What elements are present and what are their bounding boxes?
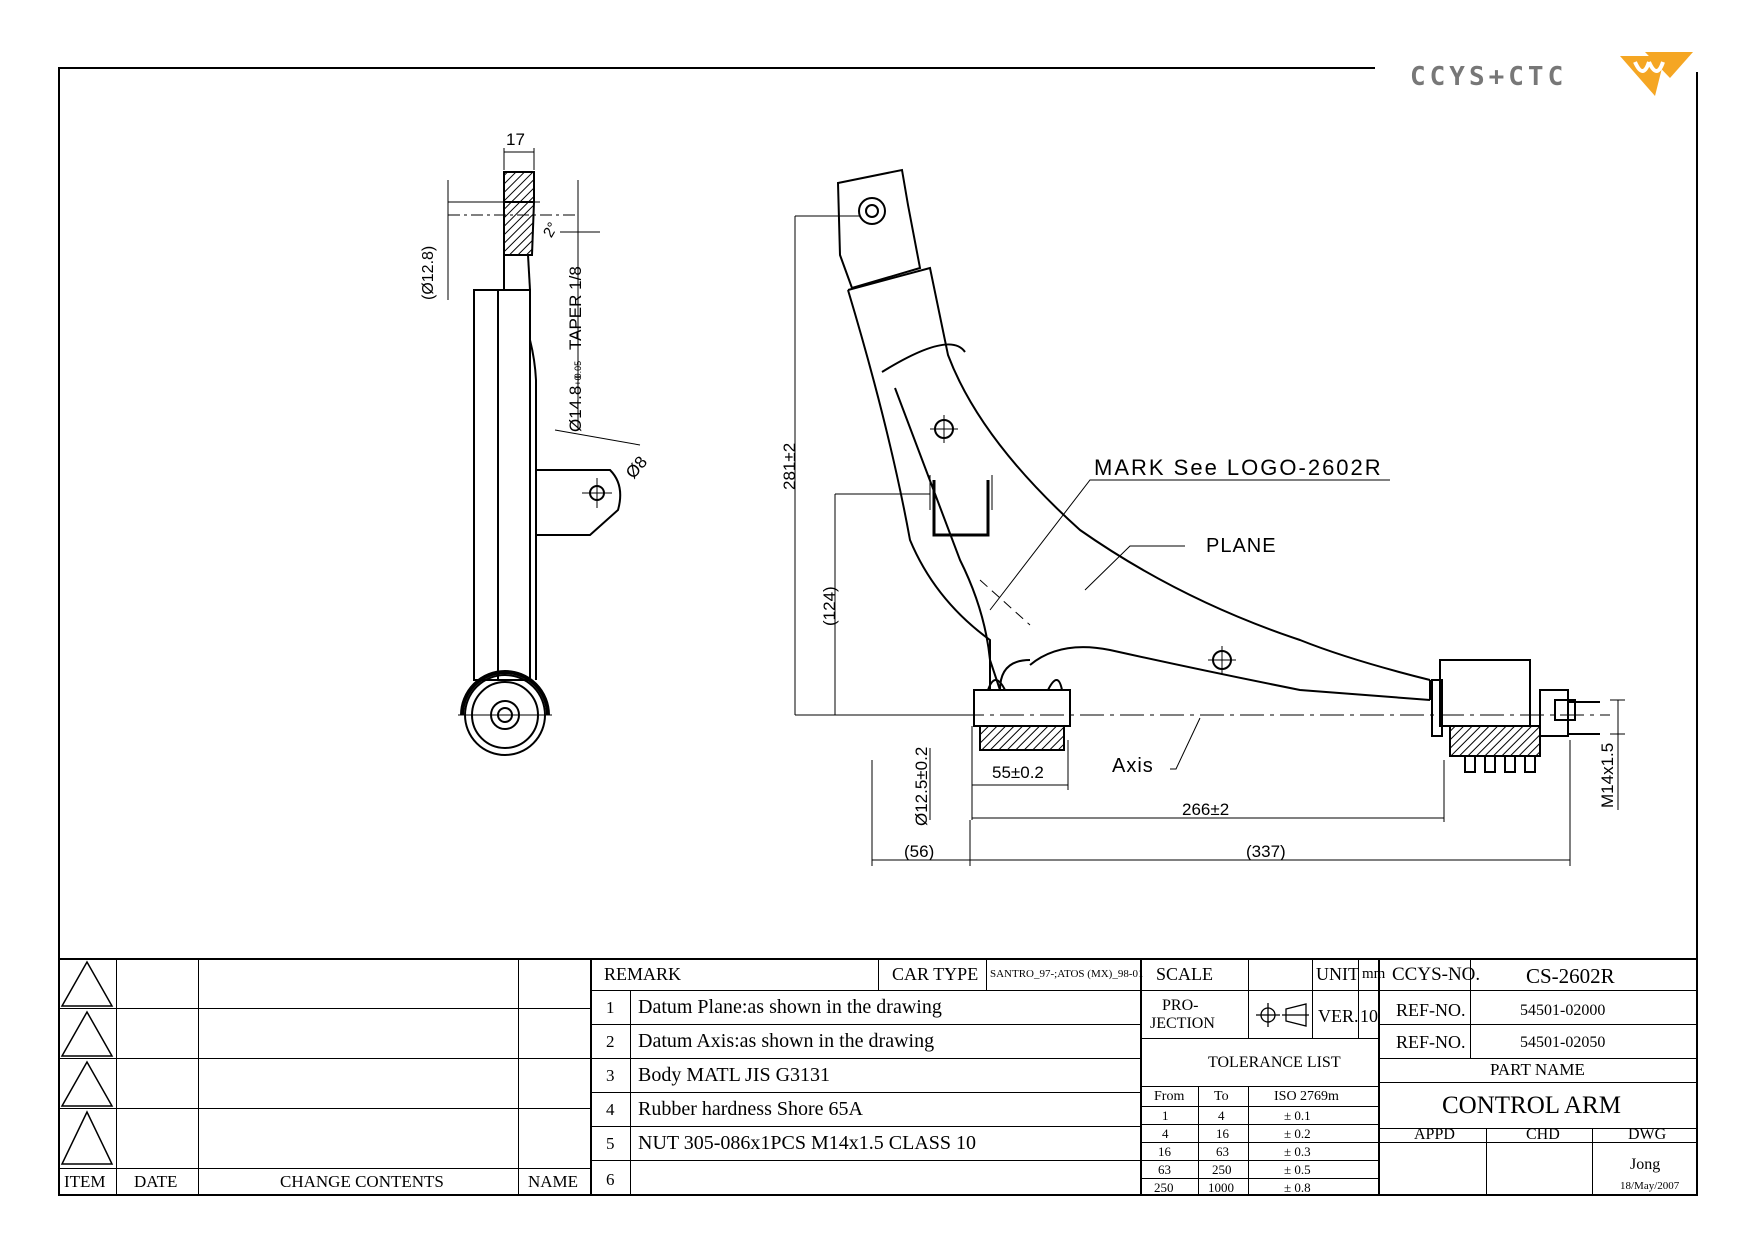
note-mark: MARK See LOGO-2602R xyxy=(1094,455,1383,480)
tol-header-to: To xyxy=(1214,1089,1229,1104)
tolerance-title: TOLERANCE LIST xyxy=(1208,1054,1341,1071)
dim-width-337: (337) xyxy=(1246,842,1286,861)
frame-gap xyxy=(1375,64,1700,72)
tol-header-iso: ISO 2769m xyxy=(1274,1089,1339,1104)
drawn-label: DWG xyxy=(1628,1126,1667,1143)
rev-header-date: DATE xyxy=(134,1172,178,1191)
ref-label-2: REF-NO. xyxy=(1396,1032,1466,1052)
dim-dia-12-8: (Ø12.8) xyxy=(420,245,437,300)
dim-width-266: 266±2 xyxy=(1182,800,1230,819)
ver-value: 10 xyxy=(1360,1006,1378,1026)
part-name-label: PART NAME xyxy=(1490,1060,1585,1079)
tol-header-from: From xyxy=(1154,1089,1185,1104)
remark-no-5: 5 xyxy=(606,1134,615,1153)
remark-header: REMARK xyxy=(604,964,682,984)
remark-no-1: 1 xyxy=(606,998,615,1017)
tol-value-5: ± 0.8 xyxy=(1284,1180,1311,1195)
note-plane: PLANE xyxy=(1206,535,1277,557)
drawing-frame xyxy=(58,67,1698,1196)
rev-header-change: CHANGE CONTENTS xyxy=(280,1172,444,1191)
dim-dia-14-8-value: Ø14.8 xyxy=(566,385,585,432)
dim-taper: TAPER 1/8 xyxy=(566,266,585,350)
dim-height-124: (124) xyxy=(820,586,839,626)
tol-to-1: 4 xyxy=(1218,1108,1225,1123)
drawing-date: 18/May/2007 xyxy=(1620,1180,1680,1192)
dim-width-17: 17 xyxy=(506,130,525,149)
approved-label: APPD xyxy=(1414,1126,1455,1143)
remark-text-5: NUT 305-086x1PCS M14x1.5 CLASS 10 xyxy=(638,1132,977,1154)
ver-label: VER. xyxy=(1318,1006,1359,1026)
side-view xyxy=(447,148,641,756)
remark-text-1: Datum Plane:as shown in the drawing xyxy=(638,996,942,1018)
part-name: CONTROL ARM xyxy=(1442,1092,1621,1119)
rev-header-item: ITEM xyxy=(64,1172,106,1191)
dim-dia-14-8: Ø14.8+0-0.05 xyxy=(566,361,586,432)
tol-to-2: 16 xyxy=(1216,1126,1229,1141)
rev-header-name: NAME xyxy=(528,1172,579,1191)
tol-from-5: 250 xyxy=(1154,1180,1174,1195)
ref-label-1: REF-NO. xyxy=(1396,1000,1466,1020)
title-block: ITEM DATE CHANGE CONTENTS NAME REMARK CA… xyxy=(58,958,1698,1196)
ccys-no-value: CS-2602R xyxy=(1526,964,1615,988)
tol-from-3: 16 xyxy=(1158,1144,1171,1159)
tol-value-4: ± 0.5 xyxy=(1284,1162,1311,1177)
ref-value-1: 54501-02000 xyxy=(1520,1002,1606,1019)
tol-from-2: 4 xyxy=(1162,1126,1169,1141)
remark-no-6: 6 xyxy=(606,1170,615,1189)
tol-from-4: 63 xyxy=(1158,1162,1171,1177)
tol-value-3: ± 0.3 xyxy=(1284,1144,1311,1159)
projection-icon xyxy=(1256,1003,1309,1027)
unit-value: mm xyxy=(1362,966,1386,982)
tol-value-2: ± 0.2 xyxy=(1284,1126,1311,1141)
dim-tol-lower: -0.05 xyxy=(573,360,583,382)
tol-to-3: 63 xyxy=(1216,1144,1229,1159)
remark-text-4: Rubber hardness Shore 65A xyxy=(638,1098,863,1120)
tol-to-5: 1000 xyxy=(1208,1180,1234,1195)
car-type-label: CAR TYPE xyxy=(892,964,979,984)
dim-width-56: (56) xyxy=(904,842,935,861)
projection-label-1: PRO- xyxy=(1162,997,1199,1014)
remark-text-2: Datum Axis:as shown in the drawing xyxy=(638,1030,935,1052)
dim-height-281: 281±2 xyxy=(780,442,799,490)
car-type-value: SANTRO_97-;ATOS (MX)_98-01 xyxy=(990,968,1144,980)
dim-dia-12-5: Ø12.5±0.2 xyxy=(912,746,931,826)
remark-no-3: 3 xyxy=(606,1066,615,1085)
unit-label: UNIT xyxy=(1316,964,1359,984)
tol-value-1: ± 0.1 xyxy=(1284,1108,1311,1123)
logo-text: CCYS+CTC xyxy=(1410,62,1568,92)
checked-label: CHD xyxy=(1526,1126,1560,1143)
dim-width-55: 55±0.2 xyxy=(992,763,1044,782)
logo-mark-icon xyxy=(1620,52,1693,96)
projection-label-2: JECTION xyxy=(1150,1015,1215,1032)
note-axis: Axis xyxy=(1112,755,1154,777)
tol-to-4: 250 xyxy=(1212,1162,1232,1177)
company-logo: CCYS+CTC xyxy=(1410,48,1693,100)
remark-no-4: 4 xyxy=(606,1100,615,1119)
remark-no-2: 2 xyxy=(606,1032,615,1051)
scale-label: SCALE xyxy=(1156,964,1214,984)
dim-thread: M14x1.5 xyxy=(1598,742,1617,808)
ref-value-2: 54501-02050 xyxy=(1520,1034,1606,1051)
ccys-no-label: CCYS-NO. xyxy=(1392,964,1481,985)
revision-triangles xyxy=(60,960,114,1165)
drawn-by: Jong xyxy=(1630,1156,1661,1173)
tol-from-1: 1 xyxy=(1162,1108,1169,1123)
front-view xyxy=(794,168,1625,866)
remark-text-3: Body MATL JIS G3131 xyxy=(638,1064,831,1086)
